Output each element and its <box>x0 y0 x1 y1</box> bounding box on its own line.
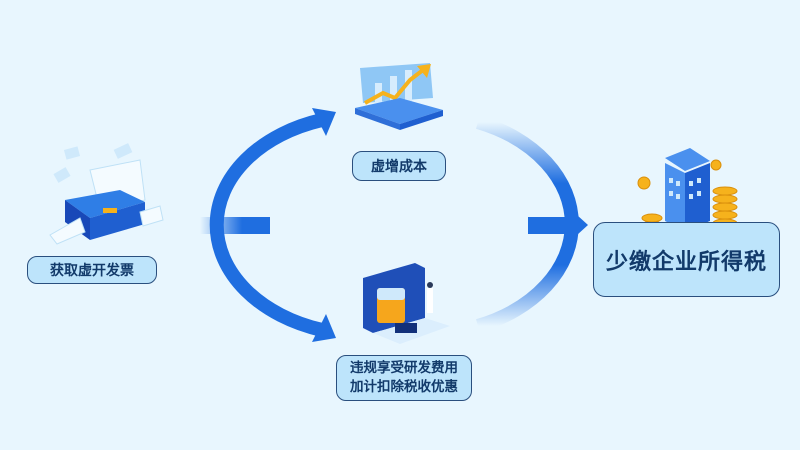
node-label: 虚增成本 <box>371 159 427 175</box>
building-coins-icon <box>637 148 738 231</box>
printer-icon <box>49 143 164 245</box>
node-inflate-cost: 虚增成本 <box>352 151 446 181</box>
node-label-line1: 违规享受研发费用 <box>350 360 458 376</box>
laboratory-icon <box>363 263 450 344</box>
node-get-fake-invoice: 获取虚开发票 <box>27 256 157 284</box>
node-label: 获取虚开发票 <box>50 263 134 279</box>
rising-chart-icon <box>355 63 443 130</box>
node-label: 少缴企业所得税 <box>605 249 767 275</box>
node-underpay-tax: 少缴企业所得税 <box>593 222 780 297</box>
output-arrowhead <box>566 205 588 245</box>
node-rd-deduction: 违规享受研发费用 加计扣除税收优惠 <box>336 355 472 401</box>
arrowhead-down <box>312 314 336 342</box>
output-arrow-bar <box>528 217 568 234</box>
left-arc-arrow <box>209 113 324 337</box>
arrowhead-up <box>312 108 336 136</box>
node-label-line2: 加计扣除税收优惠 <box>350 379 458 395</box>
